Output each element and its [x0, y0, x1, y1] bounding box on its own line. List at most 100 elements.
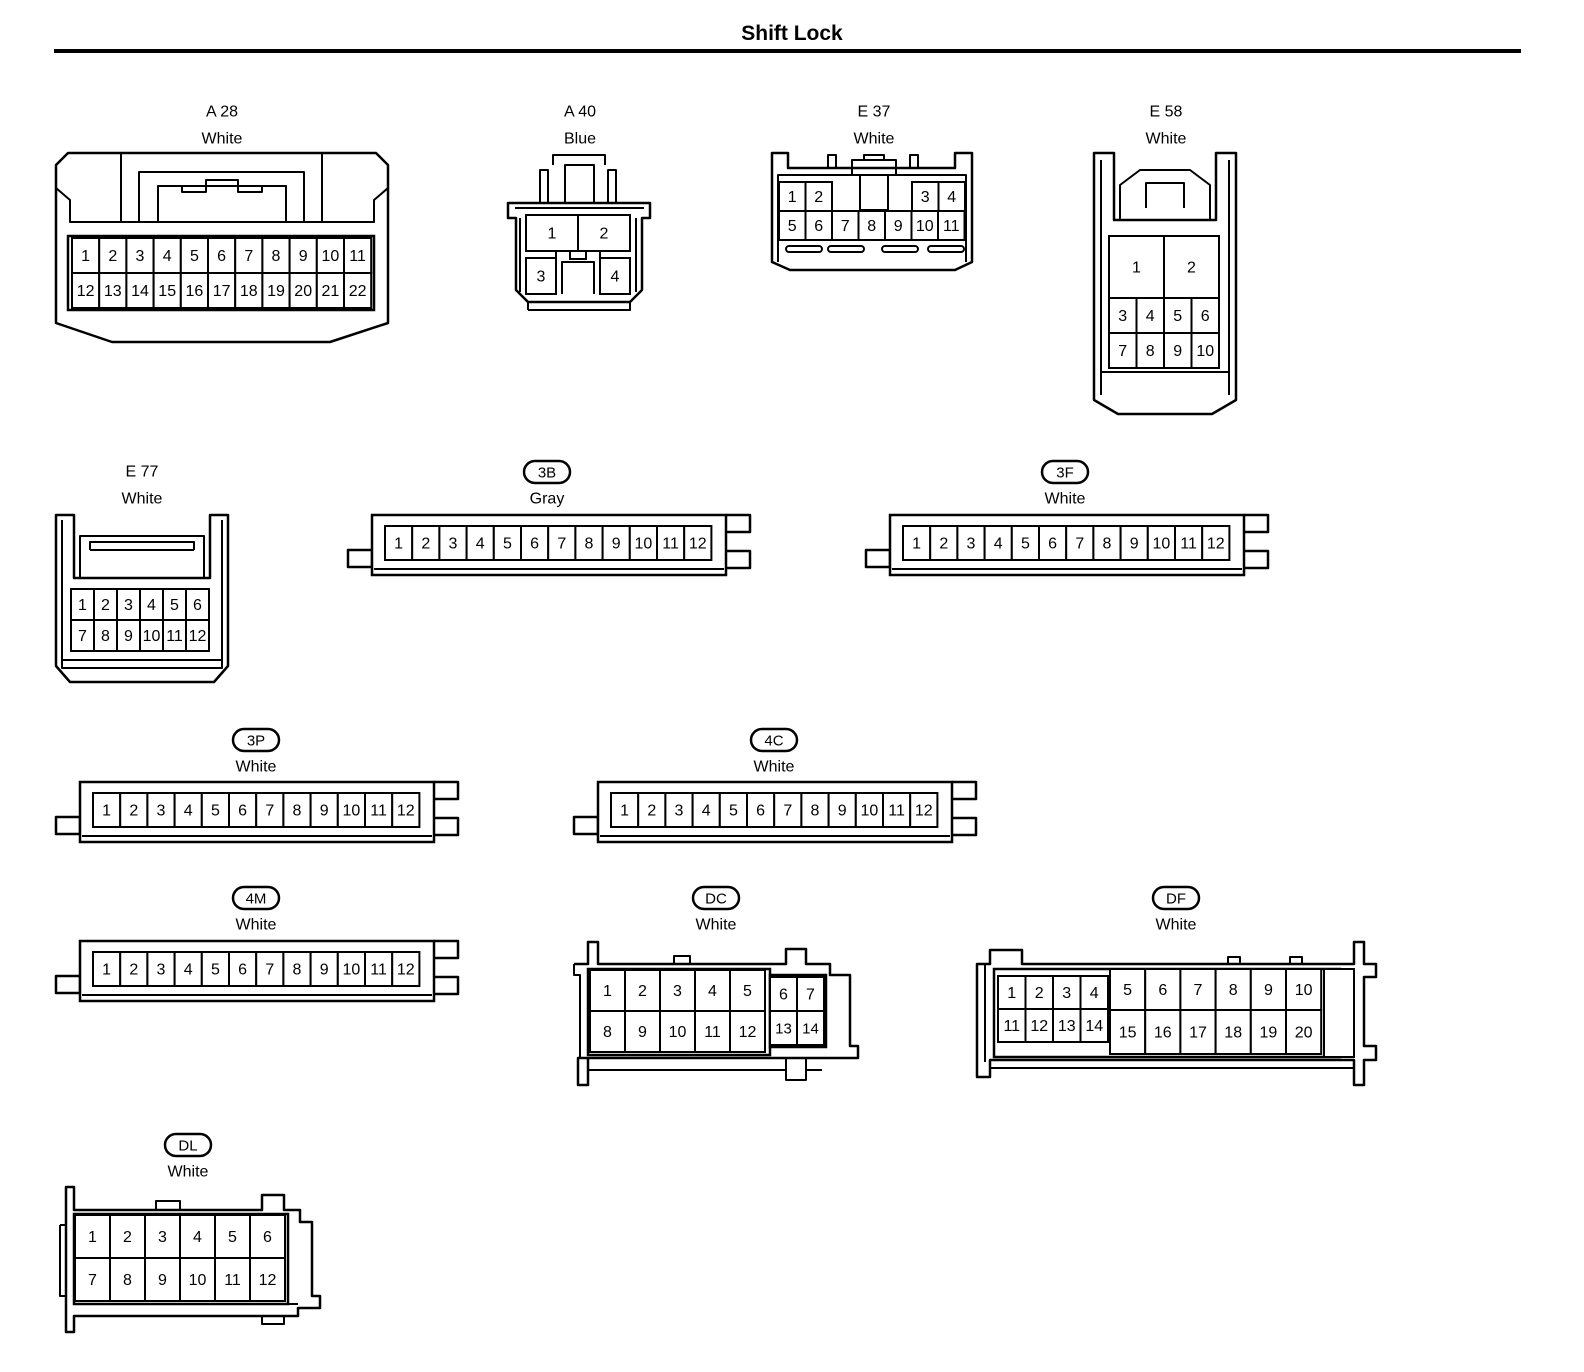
pin-cavity	[92, 792, 122, 828]
pin-number: 1	[788, 189, 797, 206]
pin-cavity	[804, 210, 833, 241]
pin-number: 11	[370, 962, 387, 979]
pin-number: 12	[397, 962, 415, 979]
pin-number: 10	[343, 803, 361, 820]
pin-number: 8	[272, 248, 281, 265]
pin-number: 3	[136, 248, 145, 265]
connector-color-label: White	[168, 1164, 209, 1181]
pin-number: 8	[1229, 982, 1238, 999]
pin-cavity	[729, 1010, 766, 1053]
pin-number: 13	[1058, 1018, 1076, 1035]
pin-number: 2	[647, 803, 656, 820]
pin-number: 1	[102, 962, 111, 979]
pin-cavity	[610, 792, 640, 828]
connector-id: 3P	[247, 733, 265, 750]
pin-cavity	[601, 525, 631, 561]
pin-number: 12	[739, 1024, 757, 1041]
pin-number: 10	[861, 803, 879, 820]
pin-number: 1	[1007, 985, 1016, 1002]
housing-outline	[55, 187, 389, 223]
housing-outline	[54, 815, 82, 836]
pin-number: 1	[1132, 260, 1141, 277]
pin-number: 10	[1295, 982, 1313, 999]
pin-number: 2	[129, 803, 138, 820]
housing-outline	[346, 548, 374, 569]
pin-number: 5	[170, 597, 179, 614]
pin-cavity	[804, 181, 833, 212]
pin-cavity	[857, 210, 886, 241]
pin-cavity	[336, 951, 366, 987]
connector-id: 3F	[1056, 465, 1074, 482]
pin-number: 5	[729, 803, 738, 820]
housing-outline	[569, 250, 587, 260]
pin-number: 8	[123, 1272, 132, 1289]
pin-number: 4	[476, 536, 485, 553]
pin-number: 4	[184, 803, 193, 820]
pin-cavity	[520, 525, 550, 561]
connector-id: E 37	[858, 104, 891, 121]
pin-number: 3	[157, 962, 166, 979]
pin-cavity	[179, 1257, 216, 1302]
pin-cavity	[769, 1010, 798, 1046]
pin-number: 19	[267, 283, 285, 300]
pin-cavity	[683, 525, 713, 561]
pin-number: 11	[349, 248, 366, 265]
pin-number: 9	[124, 628, 133, 645]
pin-number: 8	[101, 628, 110, 645]
pin-number: 5	[1021, 536, 1030, 553]
pin-cavity	[288, 237, 318, 274]
housing-outline	[539, 154, 617, 203]
housing-outline	[434, 939, 460, 996]
pin-number: 4	[1146, 308, 1155, 325]
pin-number: 11	[1003, 1018, 1020, 1035]
pin-number: 13	[104, 283, 122, 300]
pin-cavity	[910, 210, 939, 241]
connector-color-label: Blue	[564, 131, 596, 148]
pin-number: 5	[211, 962, 220, 979]
housing-outline	[120, 153, 323, 222]
pin-cavity	[92, 951, 122, 987]
pin-number: 9	[320, 803, 329, 820]
connector-id-badge	[163, 1132, 213, 1158]
pin-cavity	[255, 792, 285, 828]
pin-cavity	[1146, 525, 1177, 561]
pin-number: 5	[228, 1229, 237, 1246]
pin-number: 4	[147, 597, 156, 614]
pin-number: 2	[101, 597, 110, 614]
pin-number: 5	[1173, 308, 1182, 325]
pin-cavity	[659, 969, 696, 1012]
pin-cavity	[1190, 332, 1220, 369]
pin-number: 6	[1158, 982, 1167, 999]
pin-number: 7	[1194, 982, 1203, 999]
pin-number: 7	[557, 536, 566, 553]
housing-slot	[785, 245, 823, 253]
pin-cavity	[577, 214, 631, 252]
pin-cavity	[1135, 297, 1165, 334]
pin-cavity	[884, 210, 913, 241]
pin-number: 12	[189, 628, 207, 645]
housing-outline	[1100, 160, 1230, 395]
pin-cavity	[664, 792, 694, 828]
housing-outline	[1119, 169, 1211, 220]
pin-number: 10	[916, 218, 934, 235]
pin-number: 8	[1146, 343, 1155, 360]
pin-number: 6	[530, 536, 539, 553]
pin-cavity	[796, 1010, 825, 1046]
pin-cavity	[214, 1257, 251, 1302]
pin-number: 5	[1123, 982, 1132, 999]
pin-cavity	[98, 272, 128, 309]
connector-id: A 28	[206, 104, 238, 121]
pin-cavity	[200, 792, 231, 828]
pin-number: 1	[603, 983, 612, 1000]
pin-number: 9	[1264, 982, 1273, 999]
pin-number: 4	[611, 269, 620, 286]
pin-number: 9	[158, 1272, 167, 1289]
pin-number: 6	[193, 597, 202, 614]
pin-number: 1	[912, 536, 921, 553]
pin-cavity	[628, 525, 658, 561]
